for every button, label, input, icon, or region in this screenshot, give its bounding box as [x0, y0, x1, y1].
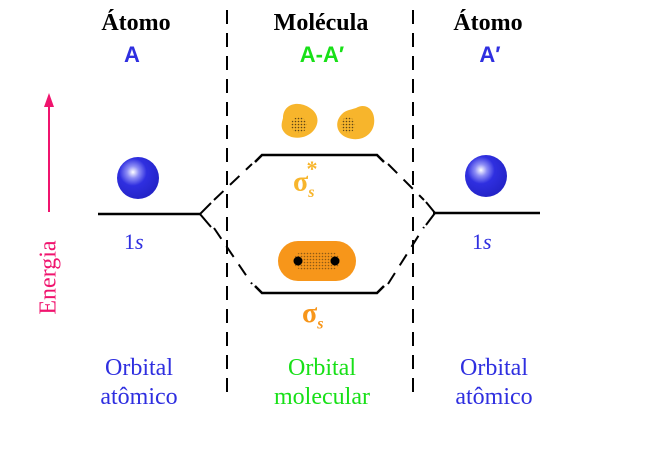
bonding-label: σs — [302, 298, 323, 334]
left-footer: Orbital atômico — [59, 354, 219, 412]
antibonding-sigma: σ — [293, 166, 309, 198]
left-footer-line2: atômico — [100, 384, 178, 410]
left-footer-line1: Orbital — [105, 355, 173, 381]
left-1s-s: s — [135, 229, 144, 254]
right-footer-line1: Orbital — [460, 355, 528, 381]
right-1s-s: s — [483, 229, 492, 254]
right-1s-label: 1s — [472, 229, 492, 255]
antibonding-label: σs * — [293, 156, 317, 202]
middle-footer-line2: molecular — [274, 384, 370, 410]
bonding-sub: s — [317, 315, 324, 333]
correlation-lines — [213, 163, 425, 285]
right-1s-num: 1 — [472, 229, 483, 254]
bonding-sigma: σ — [302, 298, 318, 329]
bonding-orbital — [278, 241, 356, 281]
right-1s-orbital — [465, 155, 507, 197]
molecule-label: A-A′ — [299, 42, 345, 67]
antibonding-sub: s — [308, 183, 315, 201]
middle-footer: Orbital molecular — [242, 354, 402, 412]
antibonding-orbital-lobes — [281, 103, 375, 140]
left-1s-label: 1s — [124, 229, 144, 255]
energy-axis-label: Energia — [35, 240, 62, 315]
antibonding-star: * — [306, 156, 318, 181]
energy-arrow-icon — [44, 93, 54, 212]
left-atom-label: A — [124, 42, 140, 67]
middle-footer-line1: Orbital — [288, 355, 356, 381]
left-atom-title: Átomo — [101, 10, 171, 36]
right-footer: Orbital atômico — [414, 354, 574, 412]
left-1s-num: 1 — [124, 229, 135, 254]
right-atom-title: Átomo — [453, 10, 523, 36]
antibonding-level — [254, 153, 385, 163]
right-footer-line2: atômico — [455, 384, 533, 410]
left-1s-orbital — [117, 157, 159, 199]
bonding-level — [254, 285, 385, 295]
right-atom-label: A′ — [479, 42, 501, 67]
molecule-title: Molécula — [273, 10, 369, 36]
